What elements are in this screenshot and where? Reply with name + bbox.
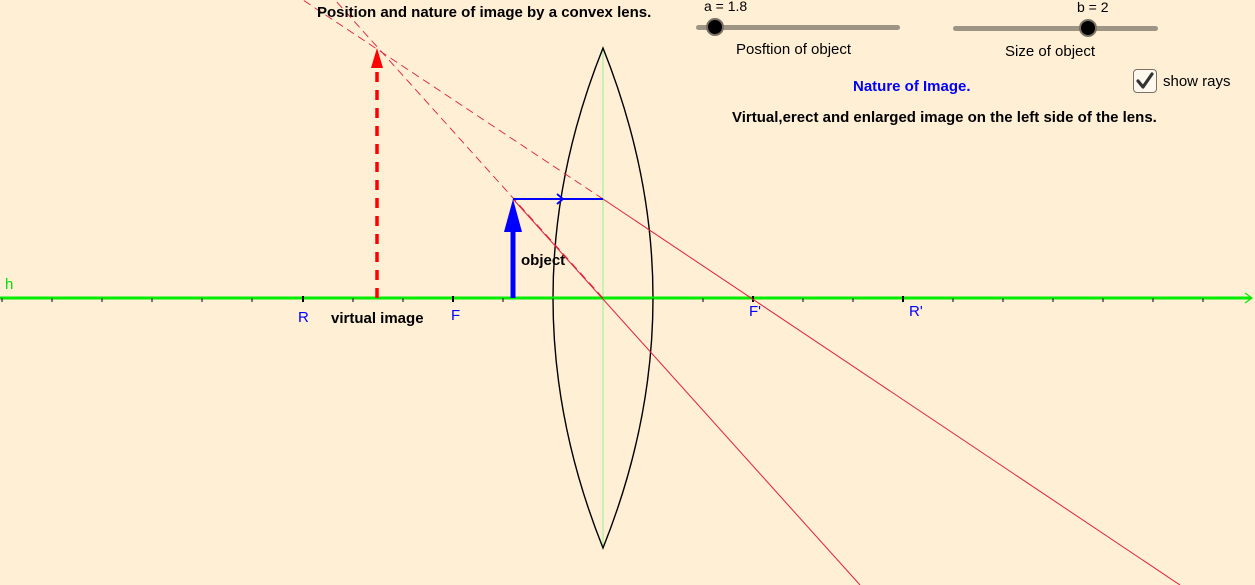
slider-a-knob[interactable] bbox=[706, 18, 724, 36]
ray-through-center bbox=[512, 198, 861, 585]
virtual-image-label: virtual image bbox=[331, 310, 424, 327]
axis-name-label: h bbox=[5, 276, 14, 293]
virtual-ray-parallel bbox=[302, 0, 604, 200]
slider-b-track[interactable] bbox=[953, 19, 1158, 37]
nature-description: Virtual,erect and enlarged image on the … bbox=[732, 109, 1157, 126]
slider-a-value: a = 1.8 bbox=[704, 0, 748, 14]
axis-ticks bbox=[1, 296, 1204, 302]
slider-b-caption: Size of object bbox=[1005, 43, 1096, 60]
axis-arrow-icon bbox=[1244, 292, 1254, 304]
nature-heading: Nature of Image. bbox=[853, 78, 971, 95]
slider-b-value: b = 2 bbox=[1077, 0, 1109, 15]
object-label: object bbox=[521, 252, 566, 269]
convex-lens[interactable] bbox=[552, 46, 654, 550]
show-rays-checkbox[interactable] bbox=[1133, 69, 1157, 93]
object-arrow-head-icon[interactable] bbox=[504, 199, 522, 232]
virtual-ray-center bbox=[334, 0, 604, 299]
show-rays-label[interactable]: show rays bbox=[1163, 73, 1231, 90]
point-label-r-prime: R' bbox=[909, 303, 923, 320]
point-label-r: R bbox=[298, 309, 309, 326]
virtual-image-arrow-head-icon bbox=[371, 48, 383, 68]
refracted-ray-focal bbox=[602, 198, 1181, 585]
slider-a-track[interactable] bbox=[696, 18, 900, 36]
page-title: Position and nature of image by a convex… bbox=[317, 4, 652, 21]
slider-a-caption: Posftion of object bbox=[736, 41, 852, 58]
slider-b-knob[interactable] bbox=[1079, 19, 1097, 37]
point-label-f: F bbox=[451, 307, 461, 324]
ray-direction-arrow-icon bbox=[556, 193, 565, 205]
checkmark-icon bbox=[1136, 72, 1154, 89]
point-label-f-prime: F' bbox=[749, 303, 762, 320]
